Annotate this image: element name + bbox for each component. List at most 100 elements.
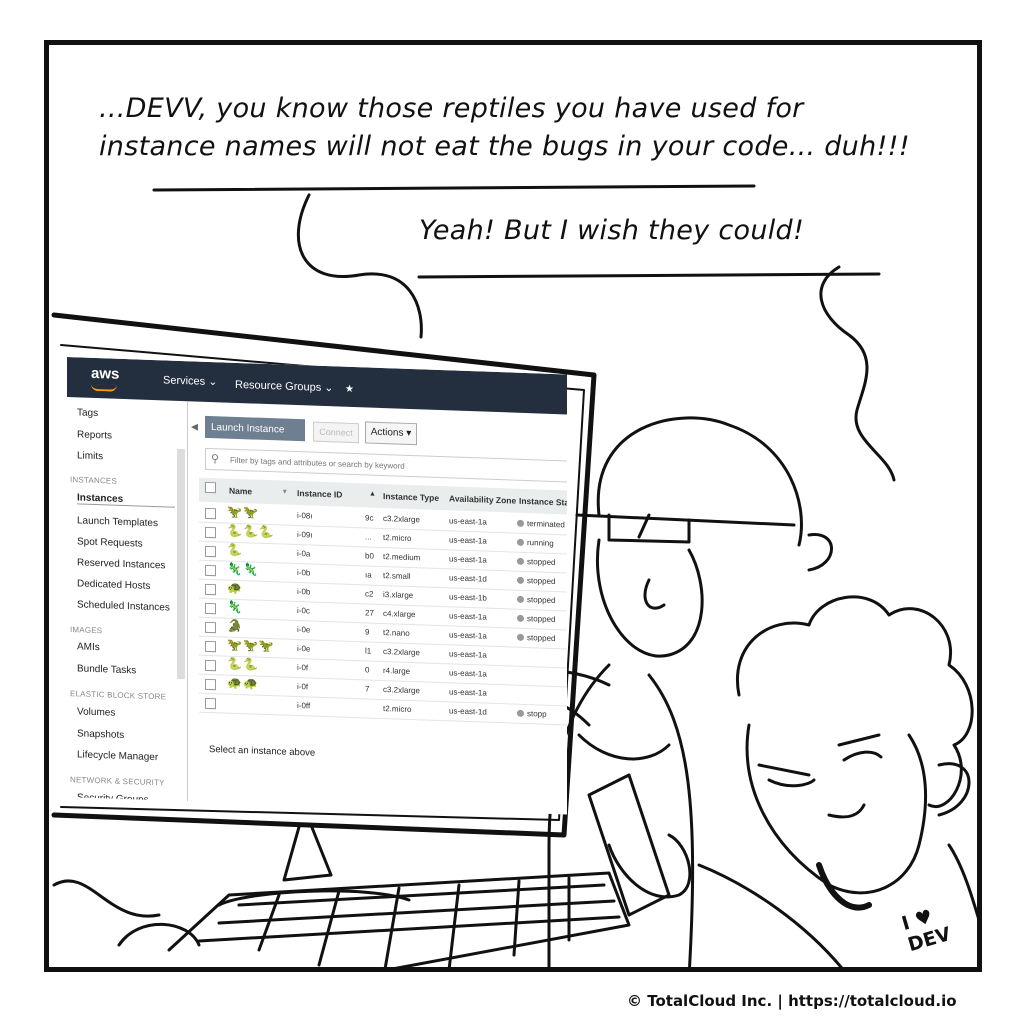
- instance-state: stopped: [517, 614, 555, 624]
- row-checkbox[interactable]: [205, 564, 216, 577]
- sidebar-item-lifecycle-manager[interactable]: Lifecycle Manager: [77, 749, 159, 764]
- person-dev-mouth: [827, 803, 866, 819]
- instance-id-suffix: 9c: [365, 513, 374, 523]
- instance-type: c4.xlarge: [383, 609, 416, 620]
- instance-type: i3.xlarge: [383, 590, 414, 601]
- sidebar-item-scheduled-instances[interactable]: Scheduled Instances: [77, 599, 170, 614]
- reptile-icons: 🐍🐍🐍: [227, 523, 275, 540]
- row-checkbox[interactable]: [205, 602, 216, 615]
- filter-input[interactable]: [228, 451, 562, 480]
- sidebar-item-spot-requests[interactable]: Spot Requests: [77, 536, 143, 550]
- instance-state-label: stopped: [527, 576, 556, 587]
- collapse-sidebar-icon[interactable]: ◀: [191, 421, 198, 432]
- row-checkbox[interactable]: [205, 526, 216, 539]
- instance-id: i-0f: [297, 663, 309, 673]
- person-bald-mouth: [643, 578, 666, 610]
- person-dev-hair: [736, 595, 974, 809]
- instance-id-suffix: ıa: [365, 570, 372, 580]
- speech-tail-1: [296, 193, 423, 339]
- state-dot-icon: [517, 633, 524, 641]
- column-name[interactable]: Name: [229, 485, 253, 497]
- sidebar-item-launch-templates[interactable]: Launch Templates: [77, 515, 158, 530]
- instance-state: stopped: [517, 576, 555, 586]
- services-menu[interactable]: Services ⌄: [163, 374, 218, 389]
- availability-zone: us-east-1a: [449, 535, 487, 546]
- row-checkbox[interactable]: [205, 659, 216, 672]
- reptile-icons: 🐊: [227, 618, 243, 634]
- instance-id: i-0e: [297, 644, 311, 654]
- state-dot-icon: [517, 595, 524, 603]
- copyright: © TotalCloud Inc. | https://totalcloud.i…: [627, 992, 957, 1010]
- sidebar-item-instances[interactable]: Instances: [77, 492, 175, 508]
- connect-button[interactable]: Connect: [313, 421, 359, 444]
- instance-id: i-0a: [297, 549, 311, 559]
- sidebar-item-snapshots[interactable]: Snapshots: [77, 728, 125, 741]
- instance-state-label: terminated: [527, 519, 565, 530]
- availability-zone: us-east-1a: [449, 516, 487, 527]
- row-checkbox[interactable]: [205, 621, 216, 634]
- column-availability-zone[interactable]: Availability Zone: [449, 493, 517, 506]
- speech-line-2: [417, 272, 881, 279]
- column-name-sort-icon[interactable]: ▾: [283, 488, 287, 496]
- instance-id: i-0e: [297, 625, 311, 635]
- instance-type: t2.small: [383, 571, 411, 581]
- instance-id: i-0b: [297, 587, 311, 597]
- launch-instance-button[interactable]: Launch Instance ▾: [205, 415, 305, 456]
- sidebar-item-reports[interactable]: Reports: [77, 429, 113, 442]
- instance-state: stopped: [517, 633, 555, 643]
- instance-id-suffix: b0: [365, 551, 374, 561]
- instance-type: c3.2xlarge: [383, 685, 420, 696]
- resource-groups-menu[interactable]: Resource Groups ⌄: [235, 378, 334, 395]
- pin-icon[interactable]: ★: [345, 383, 354, 396]
- speech-bubble-1: ...DEVV, you know those reptiles you hav…: [99, 90, 919, 166]
- person-bald-beard: [596, 538, 704, 658]
- instance-type: r4.large: [383, 666, 411, 676]
- instance-id-suffix: 27: [365, 608, 374, 618]
- column-instance-state[interactable]: Instance State: [519, 495, 567, 508]
- aws-logo-smile: [91, 383, 117, 392]
- instance-type: c3.2xlarge: [383, 647, 420, 658]
- aws-logo[interactable]: aws: [91, 364, 120, 383]
- instance-id: i-09ı: [297, 530, 313, 540]
- row-checkbox[interactable]: [205, 640, 216, 653]
- mouse-cable: [52, 879, 161, 918]
- speech-line-1: [152, 184, 756, 192]
- row-checkbox[interactable]: [205, 678, 216, 691]
- column-instance-id[interactable]: Instance ID: [297, 488, 343, 500]
- instance-state-label: stopped: [527, 557, 556, 568]
- sort-asc-icon[interactable]: ▲: [369, 490, 376, 498]
- actions-button[interactable]: Actions ▾: [365, 421, 417, 446]
- sidebar-item-limits[interactable]: Limits: [77, 450, 104, 463]
- reptile-icons: 🐢: [227, 580, 243, 596]
- sidebar-item-tags[interactable]: Tags: [77, 407, 99, 420]
- row-checkbox[interactable]: [205, 697, 216, 710]
- instance-id-suffix: 9: [365, 627, 370, 637]
- instance-type: t2.micro: [383, 704, 412, 715]
- sidebar-item-bundle-tasks[interactable]: Bundle Tasks: [77, 663, 137, 677]
- availability-zone: us-east-1b: [449, 592, 487, 603]
- select-all-checkbox[interactable]: [205, 481, 216, 494]
- row-checkbox[interactable]: [205, 507, 216, 520]
- reptile-icons: 🐍🐍: [227, 656, 259, 672]
- availability-zone: us-east-1a: [449, 611, 487, 622]
- row-checkbox[interactable]: [205, 583, 216, 596]
- sidebar-item-volumes[interactable]: Volumes: [77, 706, 116, 719]
- person-dev-beard: [816, 862, 872, 911]
- sidebar-item-dedicated-hosts[interactable]: Dedicated Hosts: [77, 578, 151, 592]
- sidebar-item-reserved-instances[interactable]: Reserved Instances: [77, 557, 166, 572]
- instance-id: i-0f: [297, 682, 309, 692]
- sidebar-item-amis[interactable]: AMIs: [77, 641, 100, 654]
- column-instance-type[interactable]: Instance Type: [383, 491, 440, 503]
- sidebar-scrollbar[interactable]: [177, 448, 185, 680]
- reptile-icons: 🦎🦎: [227, 561, 259, 577]
- speech-line-1-text: ...DEVV, you know those reptiles you hav…: [99, 93, 804, 124]
- person-dev-face: [745, 723, 927, 895]
- speech-bubble-2: Yeah! But I wish they could!: [419, 215, 805, 246]
- speech-line-2-text: instance names will not eat the bugs in …: [99, 131, 910, 162]
- reptile-icons: 🐍: [227, 542, 243, 558]
- availability-zone: us-east-1d: [449, 706, 487, 717]
- monitor-bezel: [51, 312, 597, 838]
- row-checkbox[interactable]: [205, 545, 216, 558]
- phone: [587, 773, 671, 917]
